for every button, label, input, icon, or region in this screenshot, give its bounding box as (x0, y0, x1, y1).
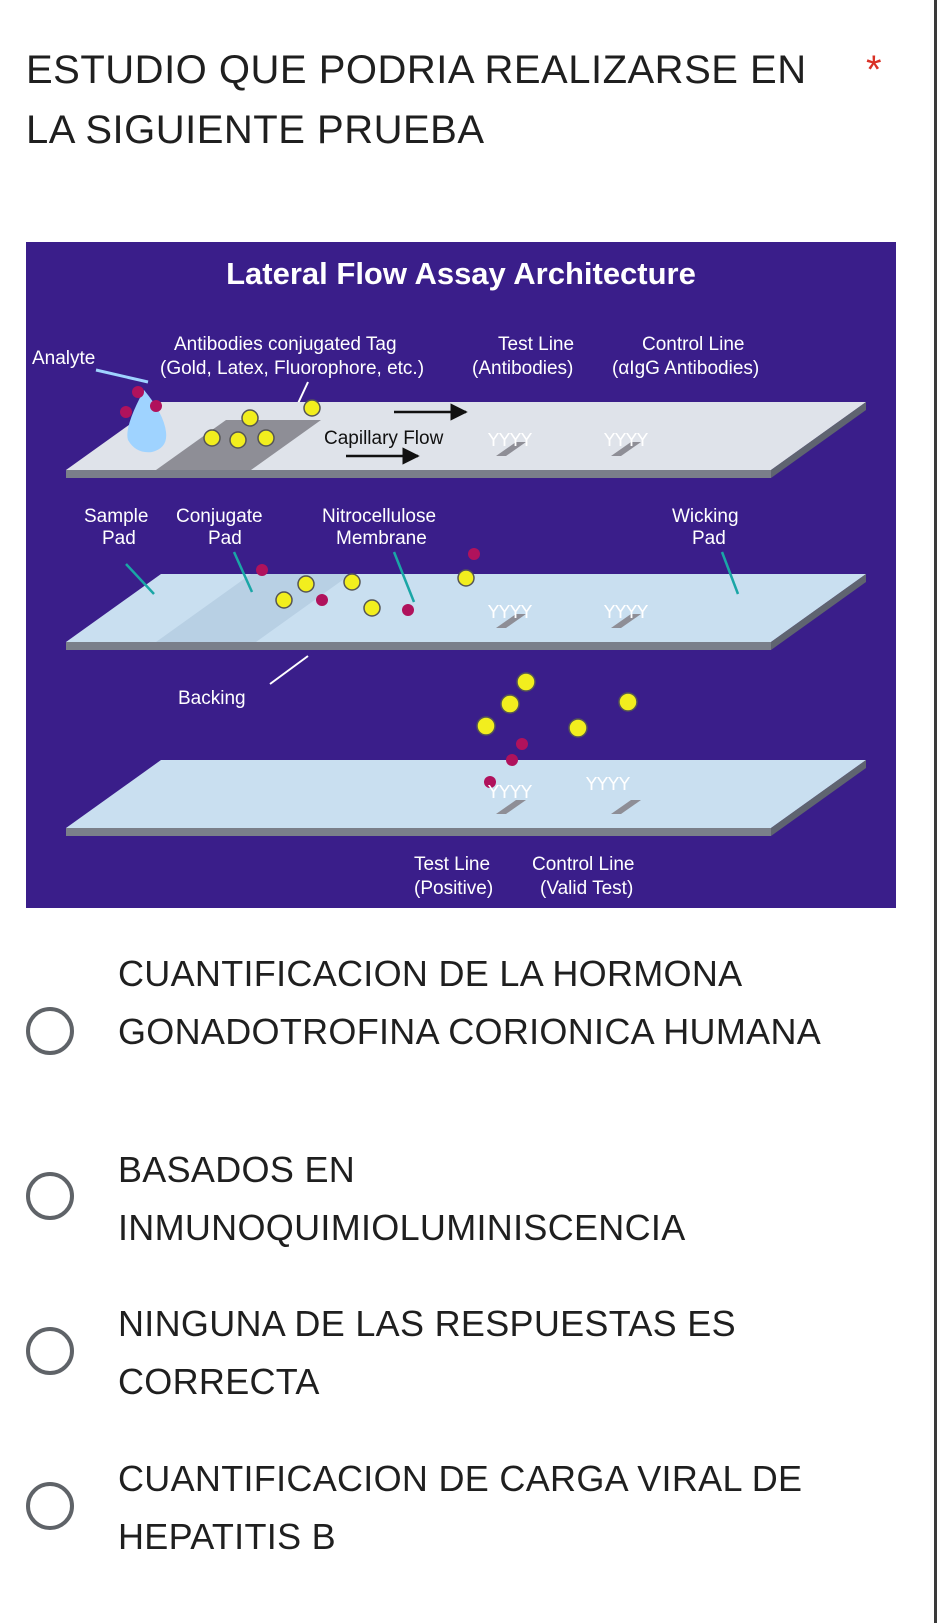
label-wicking-pad-1: Wicking (672, 506, 739, 527)
label-control-line-2: (αIgG Antibodies) (612, 358, 759, 379)
conjugate-pad-pointer (232, 551, 254, 593)
page-right-border (934, 0, 937, 1623)
label-tag-1: Antibodies conjugated Tag (174, 334, 397, 355)
analyte-markers-3 (484, 738, 528, 788)
label-conjugate-pad-2: Pad (208, 528, 242, 549)
control-line-antibodies-3: YYYY (585, 774, 631, 795)
radio-option-hcg[interactable] (26, 1007, 74, 1055)
strip-3 (66, 760, 866, 836)
option-label: CUANTIFICACION DE LA HORMONA GONADOTROFI… (118, 953, 822, 1052)
analyte-markers-1 (120, 386, 162, 418)
label-control-line-1: Control Line (642, 334, 744, 355)
gold-particles-1 (203, 399, 321, 449)
required-asterisk: * (866, 48, 883, 92)
label-sample-pad-2: Pad (102, 528, 136, 549)
wicking-pad-pointer (720, 551, 740, 595)
membrane-pointer (392, 551, 416, 603)
label-test-line-1: Test Line (498, 334, 574, 355)
label-backing: Backing (178, 688, 246, 709)
label-tag-2: (Gold, Latex, Fluorophore, etc.) (160, 358, 424, 379)
backing-pointer (269, 655, 309, 685)
test-line-antibodies-1: YYYY (487, 430, 533, 451)
radio-option-hepatitis-b[interactable] (26, 1482, 74, 1530)
option-hcg[interactable]: CUANTIFICACION DE LA HORMONA GONADOTROFI… (0, 945, 937, 1110)
diagram-title: Lateral Flow Assay Architecture (226, 256, 696, 291)
label-analyte: Analyte (32, 348, 95, 369)
sample-pad-pointer (125, 563, 155, 595)
test-line-antibodies-2: YYYY (487, 602, 533, 623)
label-membrane-2: Membrane (336, 528, 427, 549)
label-test-line-2: (Antibodies) (472, 358, 573, 379)
option-chemiluminescence[interactable]: BASADOS EN INMUNOQUIMIOLUMINISCENCIA (0, 1141, 937, 1251)
label-result-test-2: (Positive) (414, 878, 493, 899)
question-title: ESTUDIO QUE PODRIA REALIZARSE EN LA SIGU… (26, 40, 882, 160)
label-result-control-1: Control Line (532, 854, 634, 875)
label-wicking-pad-2: Pad (692, 528, 726, 549)
option-none-correct[interactable]: NINGUNA DE LAS RESPUESTAS ES CORRECTA (0, 1295, 937, 1405)
option-hepatitis-b[interactable]: CUANTIFICACION DE CARGA VIRAL DE HEPATIT… (0, 1450, 937, 1560)
control-line-antibodies-1: YYYY (603, 430, 649, 451)
radio-option-chemiluminescence[interactable] (26, 1172, 74, 1220)
strip-1 (66, 402, 866, 478)
control-line-antibodies-2: YYYY (603, 602, 649, 623)
option-label: NINGUNA DE LAS RESPUESTAS ES CORRECTA (118, 1303, 736, 1402)
label-membrane-1: Nitrocellulose (322, 506, 436, 527)
option-label: CUANTIFICACION DE CARGA VIRAL DE HEPATIT… (118, 1458, 803, 1557)
gold-particles-2 (275, 569, 475, 617)
analyte-markers-2 (256, 548, 480, 616)
question-text: ESTUDIO QUE PODRIA REALIZARSE EN LA SIGU… (26, 48, 807, 152)
label-result-control-2: (Valid Test) (540, 878, 633, 899)
gold-particles-3 (476, 672, 638, 738)
radio-option-none-correct[interactable] (26, 1327, 74, 1375)
analyte-pointer (95, 368, 149, 384)
label-result-test-1: Test Line (414, 854, 490, 875)
label-sample-pad-1: Sample (84, 506, 148, 527)
label-capillary-flow: Capillary Flow (324, 428, 444, 449)
test-line-antibodies-3: YYYY (487, 782, 533, 803)
lateral-flow-assay-diagram: Lateral Flow Assay Architecture Analyte … (26, 242, 896, 908)
option-label: BASADOS EN INMUNOQUIMIOLUMINISCENCIA (118, 1149, 686, 1248)
diagram-svg: Lateral Flow Assay Architecture Analyte … (32, 256, 866, 899)
label-conjugate-pad-1: Conjugate (176, 506, 263, 527)
